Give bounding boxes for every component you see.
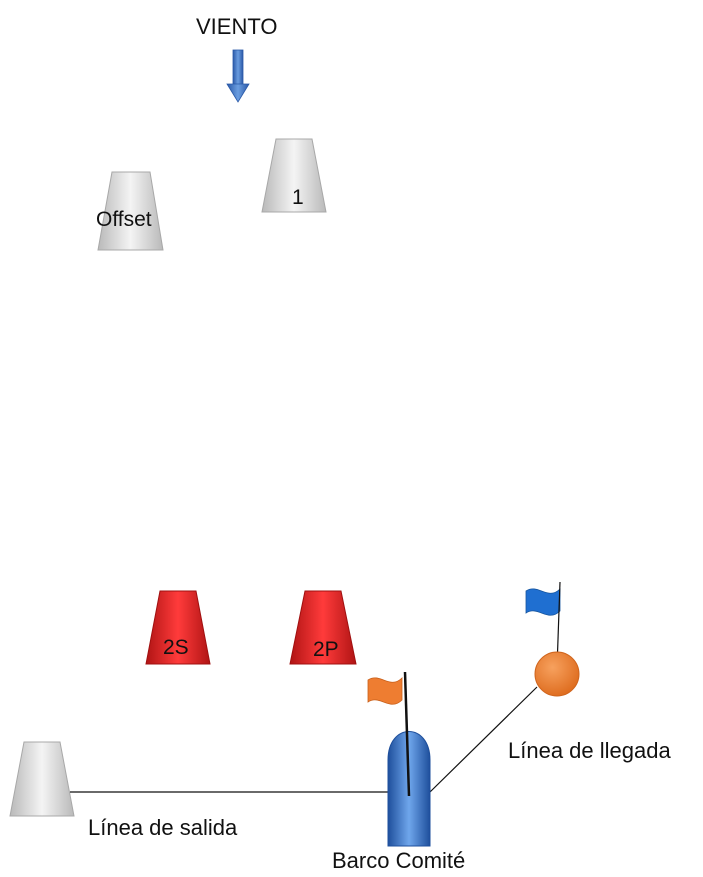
start-line-label: Línea de salida [88,815,238,840]
orange-flag-icon [367,677,403,705]
mark-2s-label: 2S [163,636,189,659]
wind-arrow-icon [226,49,250,103]
mark-2s-icon [145,590,211,665]
mark-2p-icon [289,590,357,665]
mark-start-pin [9,741,75,817]
committee-boat-icon [387,671,431,847]
mark-2p-label: 2P [313,638,339,661]
mark-offset: Offset [96,171,164,251]
blue-flag-icon [525,581,561,669]
mark-start-pin-icon [9,741,75,817]
mark-1-icon [261,138,327,213]
mark-2p: 2P [289,590,357,665]
finish-buoy-icon [534,651,580,697]
wind-label: VIENTO [196,14,278,39]
committee-boat-label: Barco Comité [332,848,465,873]
mark-offset-icon [97,171,164,251]
mark-1: 1 [261,138,327,213]
mark-1-label: 1 [292,186,304,209]
finish-line [429,686,538,793]
mark-offset-label: Offset [96,208,152,231]
finish-line-label: Línea de llegada [508,738,671,763]
mark-2s: 2S [145,590,211,665]
